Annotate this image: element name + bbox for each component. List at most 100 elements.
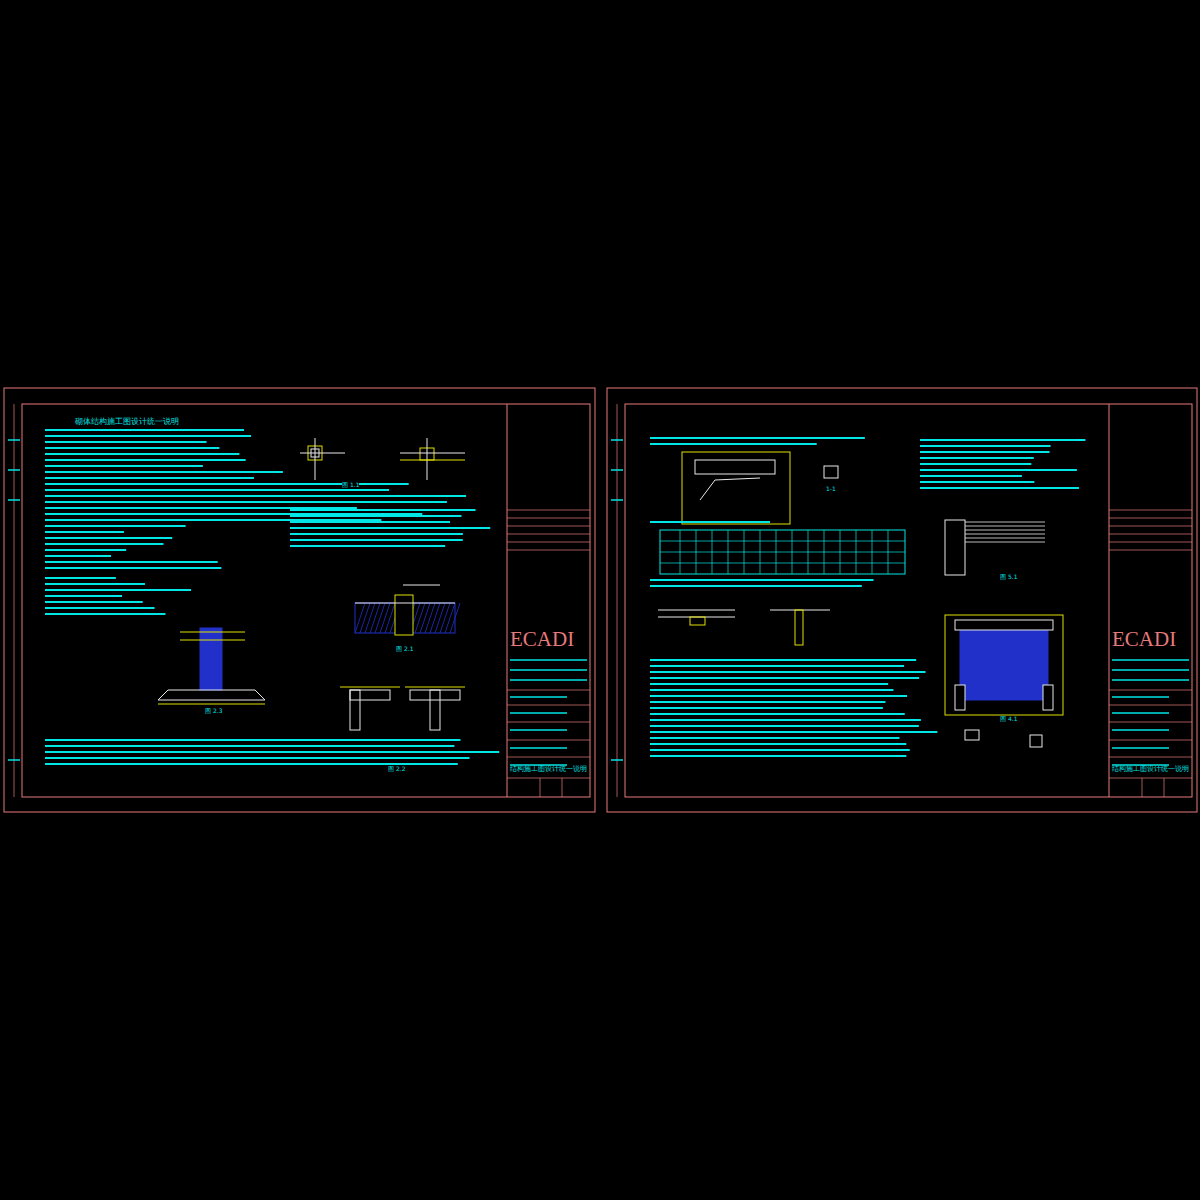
title-block-line (1109, 778, 1192, 779)
title-block-line (1109, 518, 1192, 519)
note-text-line (45, 447, 219, 449)
table-line (744, 530, 745, 574)
margin-text (8, 439, 20, 441)
drawing-line (158, 704, 265, 705)
sheet-border (4, 388, 595, 812)
hatch-line (365, 603, 375, 633)
note-text-line (650, 713, 905, 715)
title-block-line (507, 550, 590, 551)
hatch-line (445, 603, 455, 633)
margin-text (8, 759, 20, 761)
note-text-line (290, 521, 450, 523)
note-text-line (650, 731, 937, 733)
wall-detail (410, 690, 460, 700)
top-beam (955, 620, 1053, 630)
note-text-line (45, 583, 145, 585)
section-detail (1030, 735, 1042, 747)
sheet-frame: 砌体结构施工图设计统一说明ECADI结构施工图设计统一说明 (4, 388, 595, 812)
note-text-line (45, 589, 191, 591)
note-text-line (45, 513, 422, 515)
note-text-line (45, 495, 466, 497)
note-text-line (650, 737, 899, 739)
note-text-line (650, 749, 910, 751)
opening-fill (960, 630, 1048, 700)
column-detail (1043, 685, 1053, 710)
figure-label: 图 4.1 (1000, 716, 1017, 723)
wall-detail (350, 690, 360, 730)
beam-line (965, 534, 1045, 535)
company-logo: ECADI (510, 628, 574, 651)
hatch-line (380, 603, 390, 633)
wall-section (395, 595, 413, 635)
note-text-line (650, 743, 906, 745)
table-line (660, 563, 905, 564)
table-line (824, 530, 825, 574)
title-block-line (507, 722, 590, 723)
title-block-line (1164, 778, 1165, 797)
margin-line (14, 404, 15, 797)
drawing-line (658, 610, 735, 611)
note-text-line (650, 725, 919, 727)
drawing-line (427, 438, 428, 480)
table-line (728, 530, 729, 574)
drawing-line (715, 478, 760, 480)
title-block-line (1142, 778, 1143, 797)
note-text-line (650, 671, 926, 673)
drawing-line (180, 640, 245, 641)
title-block-line (507, 705, 590, 706)
note-text-line (45, 763, 458, 765)
drawing-line (405, 687, 465, 688)
column-detail (955, 685, 965, 710)
note-text-line (650, 665, 904, 667)
note-text-line (290, 527, 490, 529)
figure-label: 图 2.3 (205, 708, 222, 715)
beam-line (965, 542, 1045, 543)
note-text-line (650, 437, 865, 439)
drawing-line (180, 632, 245, 633)
note-text-line (920, 451, 1050, 453)
note-text-line (45, 549, 126, 551)
inner-frame (22, 404, 590, 797)
note-text-line (45, 459, 246, 461)
note-text-line (650, 719, 921, 721)
margin-text (8, 499, 20, 501)
title-block-line (1109, 705, 1192, 706)
table-line (872, 530, 873, 574)
note-text-line (650, 659, 916, 661)
note-text-line (45, 429, 244, 431)
hatch-line (425, 603, 435, 633)
note-text-line (45, 757, 470, 759)
title-block-text-line (1112, 679, 1189, 681)
drawing-line (300, 453, 345, 454)
title-block-line (1109, 526, 1192, 527)
note-text-line (45, 531, 124, 533)
figure-label: 1-1 (826, 486, 836, 493)
note-text-line (45, 739, 460, 741)
note-text-line (45, 537, 172, 539)
title-block-line (507, 404, 508, 797)
title-block-line (507, 690, 590, 691)
title-block: ECADI结构施工图设计统一说明 (1109, 404, 1192, 797)
title-block-line (1109, 740, 1192, 741)
beam-line (965, 538, 1045, 539)
note-text-line (45, 543, 163, 545)
note-text-line (45, 577, 116, 579)
note-text-line (650, 521, 770, 523)
hatch-line (430, 603, 440, 633)
margin-text (8, 469, 20, 471)
lintel-beam (695, 460, 775, 474)
title-block-line (1109, 690, 1192, 691)
title-block-line (1109, 757, 1192, 758)
inner-frame (625, 404, 1192, 797)
table-line (888, 530, 889, 574)
title-block-text-line (1112, 659, 1189, 661)
title-block-line (1109, 404, 1110, 797)
title-block-line (507, 740, 590, 741)
note-text-line (650, 689, 893, 691)
drawing-line (400, 460, 465, 461)
table-line (680, 530, 681, 574)
note-text-line (920, 481, 1034, 483)
note-text-line (650, 443, 817, 445)
